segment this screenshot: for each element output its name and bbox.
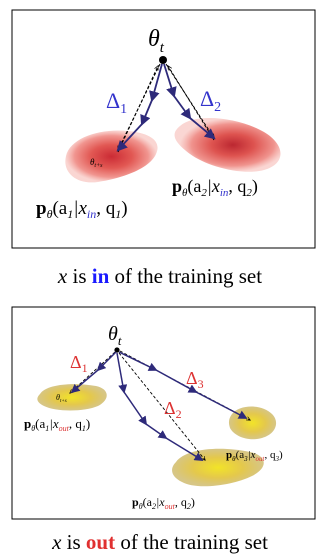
delta-out-3-label: Δ3: [186, 368, 204, 391]
delta-out-2-label: Δ2: [164, 398, 182, 421]
trajectory-out-2: [116, 352, 204, 461]
trajectory-out-3: [118, 351, 248, 419]
trajectory-out-1: [70, 351, 117, 394]
theta-ts-label: θt+s: [90, 157, 103, 169]
p3-out-label: pθ(a3|xout, q3): [226, 449, 283, 463]
delta-2-label: Δ2: [200, 86, 221, 115]
theta-point-out: [114, 347, 120, 353]
dashed-arrow-out-2: [118, 352, 205, 460]
dashed-arrow-2-back: [168, 66, 215, 141]
trajectory-1: [116, 63, 163, 152]
caption-in: x is in of the training set: [57, 264, 262, 288]
dashed-arrow-1-back: [117, 66, 158, 153]
theta-ts-label-out: θt+s: [56, 393, 67, 404]
red-blob-2: [174, 118, 281, 172]
theta-t-label-out: θt: [108, 323, 122, 348]
caption-out: x is out of the training set: [51, 530, 268, 554]
p1-label: pθ(a1|xin, q1): [36, 198, 128, 221]
panel-out: θt Δ1 Δ2 Δ3 θt+s pθ(a1|xout, q1) pθ(a2|x…: [11, 306, 316, 520]
panel-in-frame: [11, 9, 316, 249]
panel-in: θt Δ1 Δ2 θt+s pθ(a1|xin, q1) pθ(a2|xin, …: [11, 9, 316, 249]
theta-t-label: θt: [148, 26, 165, 56]
dashed-arrow-1: [118, 63, 161, 150]
yellow-blob-1: [37, 384, 107, 411]
p2-label: pθ(a2|xin, q2): [172, 176, 258, 199]
red-blob-1: [65, 130, 158, 183]
p1-out-label: pθ(a1|xout, q1): [24, 416, 90, 433]
delta-out-1-label: Δ1: [70, 352, 88, 375]
p2-out-label: pθ(a2|xout, q2): [132, 495, 195, 511]
trajectory-2: [163, 63, 216, 140]
theta-point: [159, 56, 167, 64]
delta-1-label: Δ1: [106, 88, 127, 117]
